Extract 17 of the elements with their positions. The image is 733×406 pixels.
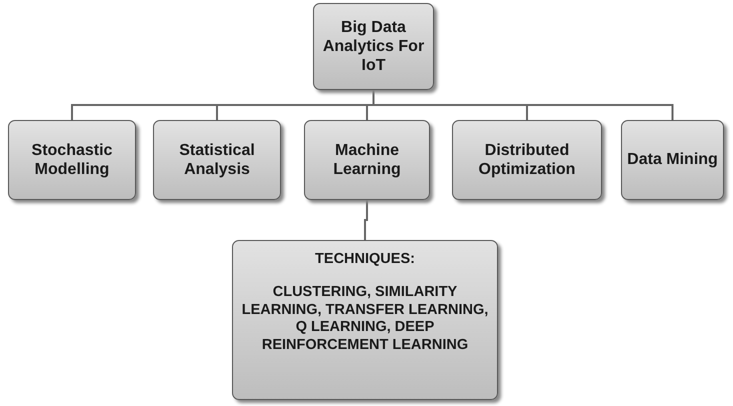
node-label: Machine Learning: [332, 140, 402, 180]
node-label: Stochastic Modelling: [30, 140, 114, 180]
category-box: [153, 120, 281, 200]
connector-line: [364, 200, 368, 240]
connector-line: [372, 90, 674, 120]
category-box: [304, 120, 430, 200]
node-label: Distributed Optimization: [478, 140, 576, 180]
technique-box: [232, 240, 498, 400]
category-box: [452, 120, 602, 200]
node-label: Data Mining: [627, 150, 718, 170]
body-text: CLUSTERING, SIMILARITY LEARNING, TRANSFER LEARNING, Q LEARNING, DEEP REINFORCEMENT LEARNING: [240, 284, 490, 354]
category-box: [621, 120, 724, 200]
category-box: [8, 120, 136, 200]
node-label: Statistical Analysis: [178, 140, 256, 180]
heading-text: TECHNIQUES:: [315, 251, 415, 268]
node-label: Big Data Analytics For IoT: [322, 18, 426, 76]
category-box: [313, 3, 434, 90]
